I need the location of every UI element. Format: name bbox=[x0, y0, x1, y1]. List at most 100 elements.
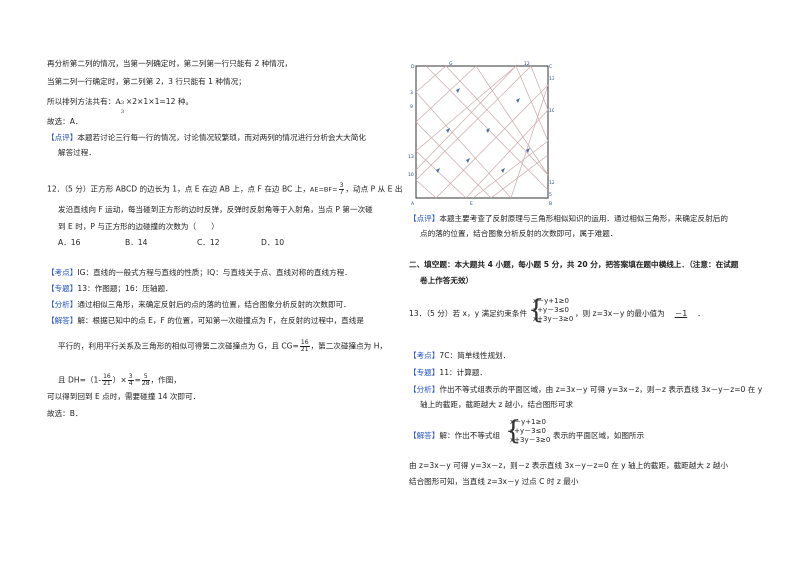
comment-tag: 【点评】 bbox=[47, 133, 78, 142]
section-heading: 卷上作答无效） bbox=[420, 276, 474, 285]
fraction-num: 5 bbox=[141, 373, 150, 381]
constraint-system: { x－y+1≥0 x+y－3≤0 x+3y－3≥0 bbox=[528, 295, 573, 325]
text-line: 解答过程． bbox=[58, 148, 96, 157]
reflection-paths bbox=[415, 65, 549, 199]
text-line: 再分析第二列的情况，当第一列确定时，第二列第一行只能有 2 种情况， bbox=[47, 59, 293, 68]
comment-tag: 【点评】 bbox=[409, 214, 440, 223]
text-line: 到 E 时，P 与正方形的边碰撞的次数为（ ） bbox=[58, 222, 219, 231]
text-line: 【分析】通过相似三角形，来确定反射后的点的落的位置，结合图象分析反射的次数即可． bbox=[47, 300, 351, 310]
text-span: 7C：简单线性规划． bbox=[439, 351, 511, 360]
kaodian-tag: 【考点】 bbox=[47, 268, 78, 277]
kaodian-tag: 【考点】 bbox=[409, 351, 440, 360]
fraction-num: 16 bbox=[102, 373, 112, 381]
text-span: 本题若讨论三行每一行的情况，讨论情况较繁琐，而对两列的情况进行分析会大大简化 bbox=[77, 133, 366, 142]
text-line: 表示的平面区域，如图所示 bbox=[553, 431, 645, 440]
text-span: 11：计算题． bbox=[439, 368, 488, 377]
section-heading: 二、填空题：本大题共 4 小题，每小题 5 分，共 20 分，把答案填在题中横线… bbox=[409, 260, 739, 269]
label-10-left: 10 bbox=[408, 172, 414, 178]
label-10-right: 10 bbox=[549, 108, 554, 114]
label-5: 5 bbox=[549, 192, 552, 198]
constraint-2: x+y－3≤0 bbox=[533, 306, 569, 314]
text-line: 【解答】解：根据已知中的点 E，F 的位置，可知第一次碰撞点为 F，在反射的过程… bbox=[47, 316, 364, 326]
text-span: 解：作出不等式组 bbox=[439, 431, 501, 440]
text-line: 【考点】IG：直线的一般式方程与直线的性质；IQ：与直线关于点、直线对称的直线方… bbox=[47, 268, 352, 278]
label-d: D bbox=[411, 64, 415, 70]
text-span: ，作图， bbox=[150, 375, 181, 385]
text-line: 结合图形可知，当直线 z=3x－y 过点 C 时 z 最小 bbox=[409, 477, 579, 486]
label-12-right: 12 bbox=[549, 180, 554, 186]
question-13-line: 13．（5 分）若 x，y 满足约束条件 bbox=[409, 309, 527, 319]
text-span: ，则 z=3x－y 的最小值为 bbox=[575, 309, 665, 318]
text-line: 故选：A． bbox=[47, 117, 83, 126]
constraint-1: x－y+1≥0 bbox=[510, 418, 546, 426]
constraint-system: { x－y+1≥0 x+y－3≤0 x+3y－3≥0 bbox=[505, 416, 551, 446]
text-line: 【点评】本题若讨论三行每一行的情况，讨论情况较繁琐，而对两列的情况进行分析会大大… bbox=[47, 133, 366, 143]
jieda-tag: 【解答】 bbox=[47, 316, 78, 325]
math-sub: 3 bbox=[120, 109, 125, 115]
text-span: 13：作图题；16：压轴题． bbox=[77, 284, 173, 293]
constraint-2: x+y－3≤0 bbox=[510, 427, 546, 435]
text-line: 【分析】作出不等式组表示的平面区域，由 z=3x－y 可得 y=3x－z，则－z… bbox=[409, 385, 762, 395]
brace-icon: { bbox=[505, 416, 522, 446]
text-span: 本题主要考查了反射原理与三角形相似知识的运用．通过相似三角形，来确定反射后的 bbox=[439, 214, 728, 223]
option-b: B．14 bbox=[125, 238, 148, 247]
text-span: ． bbox=[697, 309, 705, 318]
arrow-marks bbox=[436, 88, 530, 173]
constraint-3: x+3y－3≥0 bbox=[510, 436, 551, 444]
left-column: 再分析第二列的情况，当第一列确定时，第二列第一行只能有 2 种情况， 当第二列一… bbox=[47, 59, 402, 418]
label-12-top: 12 bbox=[524, 61, 530, 67]
label-9: 9 bbox=[410, 104, 413, 110]
option-d: D．10 bbox=[261, 238, 285, 247]
text-span: 通过相似三角形，来确定反射后的点的落的位置，结合图象分析反射的次数即可． bbox=[77, 300, 351, 309]
text-span: 作出不等式组表示的平面区域，由 z=3x－y 可得 y=3x－z，则－z 表示直… bbox=[439, 385, 763, 394]
text-line: 【专题】11：计算题． bbox=[409, 368, 487, 378]
text-line: 可以得到回到 E 点时，需要碰撞 14 次即可． bbox=[47, 392, 201, 401]
text-line: 【考点】7C：简单线性规划． bbox=[409, 351, 510, 361]
fraction-num: 16 bbox=[299, 339, 310, 347]
text-line: 【点评】本题主要考查了反射原理与三角形相似知识的运用．通过相似三角形，来确定反射… bbox=[409, 214, 728, 224]
text-line: ，则 z=3x－y 的最小值为 －1 ． bbox=[575, 309, 705, 319]
text-span: 且 DH=（1- bbox=[58, 375, 102, 385]
question-12-line: 12．（5 分）正方形 ABCD 的边长为 1，点 E 在边 AB 上，点 F … bbox=[47, 183, 402, 196]
brace-icon: { bbox=[528, 295, 545, 325]
fraction-den: 4 bbox=[128, 380, 133, 387]
constraint-1: x－y+1≥0 bbox=[533, 297, 569, 305]
fraction-num: 3 bbox=[338, 182, 345, 190]
text-span: ）× bbox=[112, 375, 127, 385]
text-line: 点的落的位置，结合图象分析反射的次数即可，属于难题． bbox=[420, 229, 618, 238]
label-e: E bbox=[470, 201, 473, 207]
label-a: A bbox=[411, 201, 415, 207]
right-column: D G 12 C 13 3 9 10 13 10 12 5 A E B 【点评】… bbox=[400, 0, 800, 565]
text-span: 平行的，利用平行关系及三角形的相似可得第二次碰撞点为 G，且 CG= bbox=[58, 341, 299, 351]
fraction-den: 21 bbox=[103, 380, 111, 387]
figure-labels: D G 12 C 13 3 9 10 13 10 12 5 A E B bbox=[408, 61, 554, 207]
fenxi-tag: 【分析】 bbox=[47, 300, 78, 309]
text-line: 当第二列一行确定时，第二列第 2，3 行只能有 1 种情况； bbox=[47, 77, 246, 86]
fraction-num: 3 bbox=[127, 373, 134, 381]
answer-blank: －1 bbox=[674, 309, 688, 318]
text-span: AE=BF= bbox=[309, 185, 338, 194]
text-line: 发沿直线向 F 运动，每当碰到正方形的边时反弹，反弹时反射角等于入射角，当点 P… bbox=[58, 205, 373, 214]
zhuanti-tag: 【专题】 bbox=[47, 284, 78, 293]
text-line: 由 z=3x－y 可得 y=3x－z，则－z 表示直线 3x－y－z=0 在 y… bbox=[409, 461, 728, 470]
math-sup: 3 bbox=[120, 100, 125, 106]
label-b: B bbox=[549, 201, 552, 207]
text-span: ×2×1×1=12 种。 bbox=[125, 97, 194, 106]
label-13-left: 13 bbox=[408, 154, 414, 160]
text-span: 13．（5 分）若 x，y 满足约束条件 bbox=[409, 309, 528, 318]
text-span: = bbox=[134, 375, 141, 385]
text-span: ，第二次碰撞点为 H， bbox=[310, 341, 387, 351]
text-span: 12．（5 分）正方形 ABCD 的边长为 1，点 E 在边 AB 上，点 F … bbox=[47, 184, 310, 194]
text-line: 【专题】13：作图题；16：压轴题． bbox=[47, 284, 173, 294]
fenxi-tag: 【分析】 bbox=[409, 385, 440, 394]
zhuanti-tag: 【专题】 bbox=[409, 368, 440, 377]
fraction-den: 7 bbox=[339, 189, 344, 196]
reflection-figure: D G 12 C 13 3 9 10 13 10 12 5 A E B bbox=[408, 61, 554, 207]
math-symbol: A bbox=[115, 97, 121, 106]
